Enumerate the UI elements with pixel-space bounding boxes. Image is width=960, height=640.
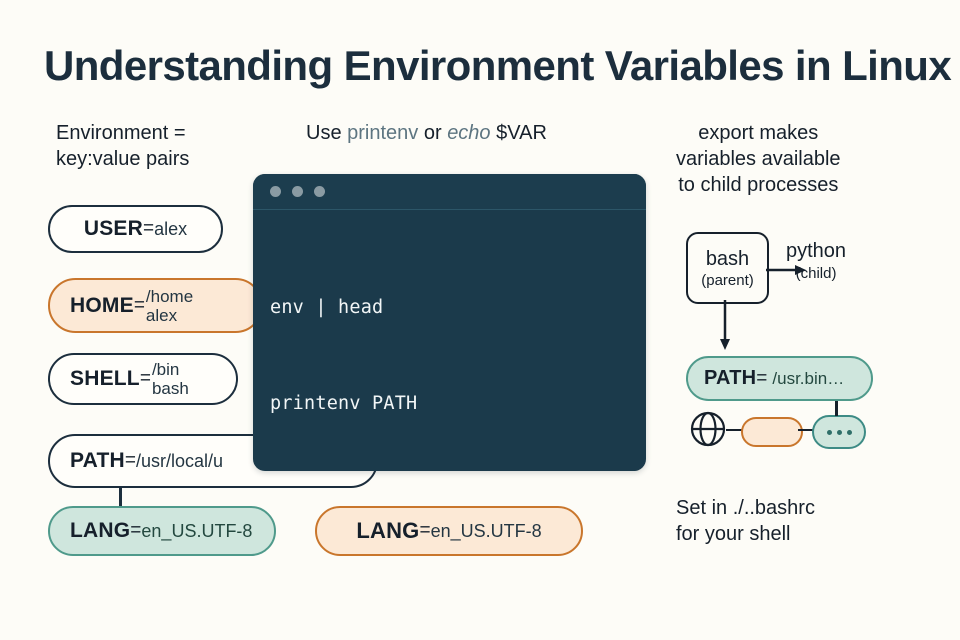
arrow-down-icon [720, 300, 730, 350]
caption-right-line2: variables available [676, 148, 841, 170]
caption-center-suffix: $VAR [490, 122, 547, 144]
env-chip-orange[interactable] [741, 417, 803, 447]
variable-equals: = [133, 294, 145, 316]
process-box-bash[interactable]: bash (parent) [686, 232, 769, 304]
variable-key: LANG [356, 518, 420, 543]
globe-icon [690, 411, 726, 447]
connector-path-to-more [835, 401, 838, 416]
terminal-output: env | head printenv PATH /usr/local/sbin… [253, 210, 646, 471]
variable-key: PATH [70, 449, 125, 472]
connector-env-to-more [798, 428, 813, 431]
variable-value-line1: /bin [151, 360, 180, 379]
caption-center-mid: or [418, 122, 448, 144]
terminal-titlebar [253, 174, 646, 210]
connector-path-to-lang [119, 488, 122, 508]
caption-center-command-printenv: printenv [347, 122, 419, 144]
caption-bottom-right: Set in ./..bashrc for your shell [676, 495, 815, 547]
terminal-window[interactable]: env | head printenv PATH /usr/local/sbin… [253, 174, 646, 471]
variable-value-line2: alex [145, 305, 178, 325]
caption-center: Use printenv or echo $VAR [306, 120, 547, 146]
window-maximize-icon[interactable] [314, 186, 325, 197]
process-name: python [786, 240, 847, 262]
variable-equals: = [756, 367, 768, 389]
variable-equals: = [124, 450, 136, 471]
variable-key: HOME [70, 293, 134, 317]
process-label-python: python (child) [786, 241, 846, 281]
variable-value: /usr.bin… [772, 368, 845, 388]
variable-value: en_US.UTF-8 [430, 520, 542, 541]
ellipsis-dot-icon [826, 429, 832, 435]
window-minimize-icon[interactable] [292, 186, 303, 197]
arrow-right-icon [766, 265, 806, 275]
caption-center-prefix: Use [306, 122, 348, 144]
variable-key: PATH [704, 367, 757, 389]
exported-variable-pill-path[interactable]: PATH=/usr.bin… [686, 356, 873, 401]
variable-key: USER [83, 217, 143, 240]
caption-right: export makes variables available to chil… [676, 120, 841, 198]
variable-value: /usr/local/u [135, 450, 224, 471]
process-role: (parent) [701, 271, 754, 289]
window-close-icon[interactable] [270, 186, 281, 197]
terminal-line: env | head [270, 297, 384, 318]
variable-equals: = [419, 520, 431, 541]
ellipsis-dot-icon [846, 429, 852, 435]
caption-center-command-echo: echo [447, 122, 491, 144]
process-name: bash [705, 247, 750, 270]
caption-left-line1: Environment = [56, 122, 186, 144]
variable-pill-lang-orange[interactable]: LANG=en_US.UTF-8 [315, 506, 583, 556]
caption-left-line2: key:value pairs [56, 148, 190, 170]
caption-left: Environment = key:value pairs [56, 120, 189, 172]
variable-pill-lang-mint[interactable]: LANG=en_US.UTF-8 [48, 506, 276, 556]
terminal-line: printenv PATH [270, 393, 418, 414]
process-role: (child) [795, 265, 837, 282]
variable-pill-user[interactable]: USER=alex [48, 205, 223, 253]
variable-equals: = [139, 368, 151, 389]
connector-globe-to-env [726, 428, 742, 431]
caption-bottom-line2: for your shell [676, 523, 791, 545]
ellipsis-dot-icon [836, 429, 842, 435]
variable-equals: = [143, 218, 155, 239]
variable-value-line2: bash [151, 379, 189, 398]
variable-equals: = [130, 520, 142, 541]
variable-value: en_US.UTF-8 [141, 520, 253, 541]
variable-key: LANG [70, 519, 131, 542]
variable-value-line1: /home [145, 286, 194, 306]
caption-right-line1: export makes [698, 122, 819, 144]
env-chip-more[interactable] [812, 415, 866, 449]
caption-right-line3: to child processes [678, 174, 839, 196]
caption-bottom-line1: Set in ./..bashrc [676, 497, 815, 519]
variable-value: alex [154, 218, 188, 239]
page-title: Understanding Environment Variables in L… [44, 42, 952, 89]
variable-key: SHELL [70, 367, 140, 390]
